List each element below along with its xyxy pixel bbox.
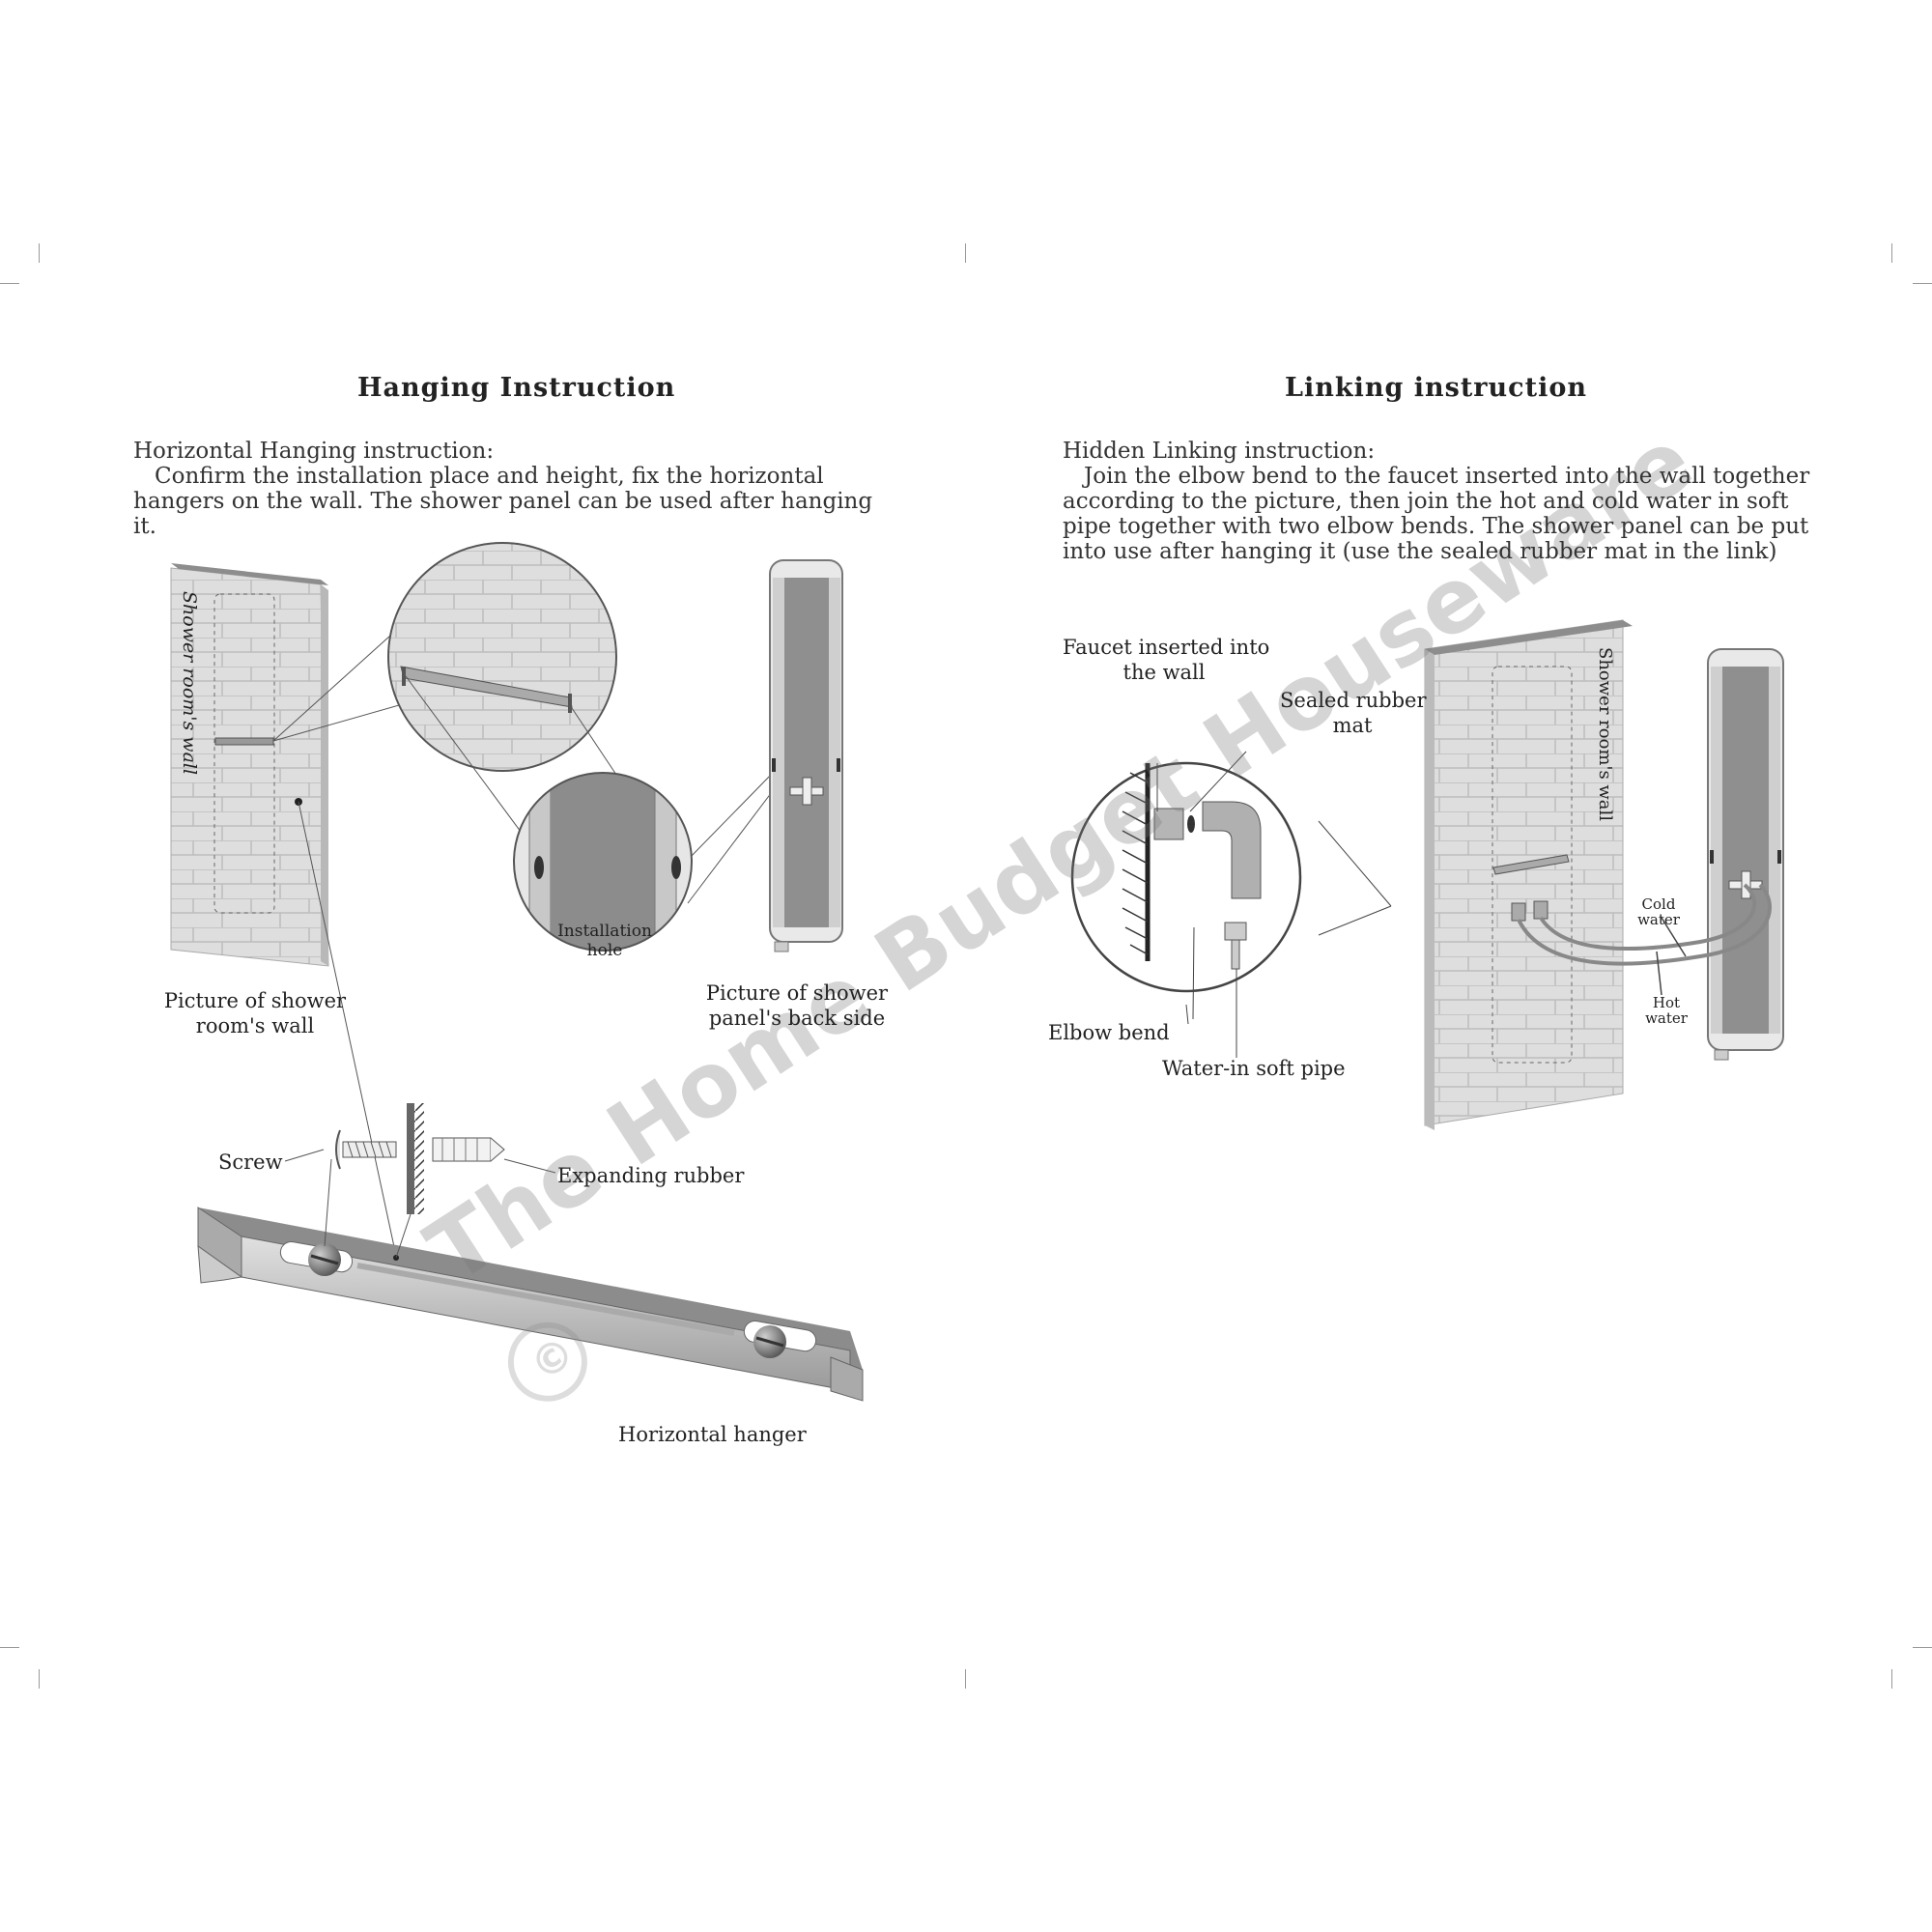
cold-water-label-line-2: water xyxy=(1637,911,1680,928)
shower-room-wall-illustration xyxy=(170,563,329,967)
hot-water-label: Hot water xyxy=(1642,995,1690,1026)
cold-water-label-line-1: Cold xyxy=(1641,895,1676,913)
hanging-subtitle: Horizontal Hanging instruction: xyxy=(133,439,495,464)
hanging-title: Hanging Instruction xyxy=(357,373,676,403)
installation-hole-label-line-1: Installation xyxy=(557,922,652,941)
crop-mark xyxy=(39,243,40,263)
linking-paragraph-block: Hidden Linking instruction: Join the elb… xyxy=(1063,439,1835,564)
shower-panel-back-illustration xyxy=(769,559,843,952)
linking-wall-vertical-label: Shower room's wall xyxy=(1595,647,1615,822)
soft-pipe-label: Water-in soft pipe xyxy=(1162,1057,1346,1080)
sealed-rubber-mat-label-line-1: Sealed rubber xyxy=(1280,689,1427,712)
wall-picture-label: Picture of shower room's wall xyxy=(158,988,352,1038)
crop-mark xyxy=(0,1647,19,1648)
soft-pipes-illustration xyxy=(1517,883,1772,996)
sealed-rubber-mat-label-line-2: mat xyxy=(1332,714,1373,737)
panel-picture-label-line-2: panel's back side xyxy=(708,1007,886,1030)
crop-mark xyxy=(965,243,966,263)
linking-paragraph: Join the elbow bend to the faucet insert… xyxy=(1063,464,1810,564)
installation-hole-label-line-2: hole xyxy=(586,941,623,960)
linking-zoom-circle xyxy=(1070,751,1392,1058)
leader-line xyxy=(298,801,397,1257)
horizontal-hanger-label: Horizontal hanger xyxy=(618,1423,807,1446)
linking-title: Linking instruction xyxy=(1285,373,1587,403)
faucet-label-line-1: Faucet inserted into xyxy=(1063,636,1270,659)
sealed-rubber-mat-label: Sealed rubber mat xyxy=(1280,688,1427,738)
crop-mark xyxy=(39,1669,40,1689)
screw-anchor-illustration xyxy=(284,1103,556,1214)
linking-subtitle: Hidden Linking instruction: xyxy=(1063,439,1376,464)
panel-picture-label-line-1: Picture of shower xyxy=(705,981,889,1005)
screw-label: Screw xyxy=(218,1151,283,1174)
crop-mark xyxy=(965,1669,966,1689)
hot-water-label-line-2: water xyxy=(1645,1009,1688,1027)
hot-water-label-line-1: Hot xyxy=(1652,994,1681,1011)
crop-mark xyxy=(1913,1647,1932,1648)
hanging-paragraph-block: Horizontal Hanging instruction: Confirm … xyxy=(133,439,887,539)
linking-panel-illustration xyxy=(1707,648,1784,1061)
horizontal-hanger-illustration xyxy=(197,1158,864,1402)
hanging-paragraph: Confirm the installation place and heigh… xyxy=(133,464,873,539)
wall-picture-label-line-2: room's wall xyxy=(195,1014,315,1037)
crop-mark xyxy=(1891,243,1892,263)
crop-mark xyxy=(0,283,19,284)
faucet-label: Faucet inserted into the wall xyxy=(1063,635,1270,685)
elbow-bend-label: Elbow bend xyxy=(1048,1021,1170,1044)
wall-vertical-label: Shower room's wall xyxy=(179,591,200,776)
crop-mark xyxy=(1891,1669,1892,1689)
installation-hole-label: Installation hole xyxy=(554,922,656,960)
wall-picture-label-line-1: Picture of shower xyxy=(163,989,347,1012)
panel-picture-label: Picture of shower panel's back side xyxy=(696,980,898,1031)
faucet-label-line-2: the wall xyxy=(1122,661,1206,684)
hanger-zoom-circle xyxy=(272,542,617,772)
crop-mark xyxy=(1913,283,1932,284)
expanding-rubber-label: Expanding rubber xyxy=(557,1164,745,1187)
cold-water-label: Cold water xyxy=(1634,896,1683,927)
installation-hole-zoom-circle xyxy=(405,675,779,952)
